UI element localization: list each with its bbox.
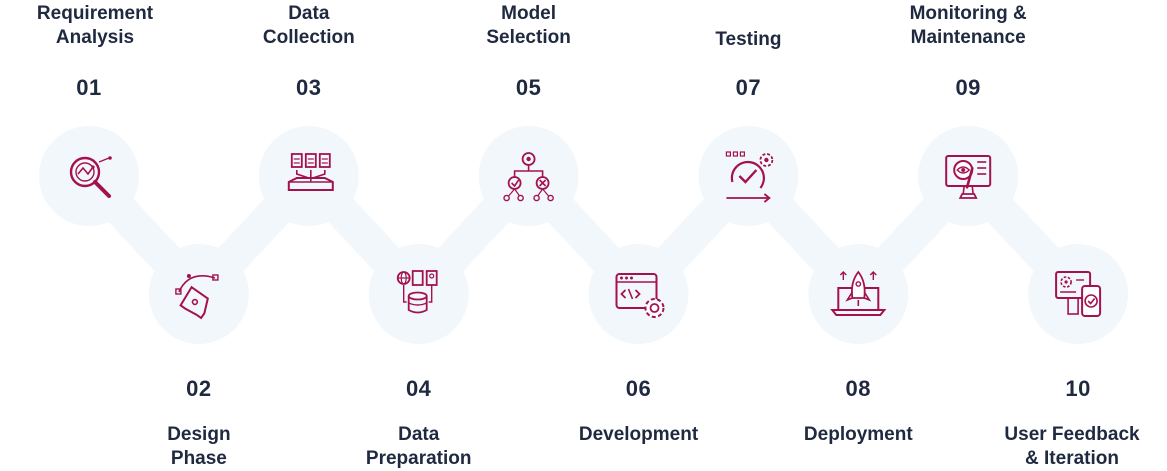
step-node-10 (1028, 244, 1129, 344)
step-title: Design Phase (167, 424, 231, 469)
step-node-01 (39, 126, 139, 226)
step-number: 06 (625, 376, 652, 401)
step-number: 05 (515, 75, 542, 100)
step-number: 02 (186, 376, 212, 401)
rocket-laptop-icon (830, 270, 887, 316)
model-selection-icon (503, 152, 554, 202)
step-node-05 (478, 126, 579, 226)
analysis-magnifier-icon (69, 156, 112, 198)
icons-layer (69, 151, 1102, 320)
step-title: Data Collection (262, 3, 355, 48)
step-node-03 (258, 126, 359, 226)
testing-cycle-icon (725, 151, 774, 203)
step-node-04 (368, 244, 469, 344)
step-number: 01 (76, 75, 102, 100)
feedback-devices-icon (1055, 271, 1102, 317)
step-number: 10 (1065, 376, 1091, 401)
code-window-gear-icon (615, 273, 665, 318)
documents-to-tray-icon (287, 153, 334, 191)
step-number: 04 (405, 376, 432, 401)
step-number: 09 (955, 75, 981, 100)
step-title: Testing (715, 29, 782, 50)
data-preparation-icon (396, 270, 438, 314)
step-title: User Feedback & Iteration (1004, 424, 1140, 469)
step-number: 08 (845, 376, 872, 401)
step-title: Monitoring & Maintenance (909, 3, 1027, 48)
step-node-07 (698, 126, 799, 226)
step-title: Development (578, 424, 699, 445)
step-number: 03 (296, 75, 322, 100)
step-title: Model Selection (486, 3, 571, 48)
monitoring-eye-icon (945, 155, 992, 199)
step-number: 07 (735, 75, 762, 100)
step-title: Deployment (803, 424, 913, 445)
pen-tool-icon (175, 274, 219, 320)
step-title: Data Preparation (365, 424, 472, 469)
step-title: Requirement Analysis (36, 3, 154, 48)
step-node-02 (148, 244, 249, 344)
